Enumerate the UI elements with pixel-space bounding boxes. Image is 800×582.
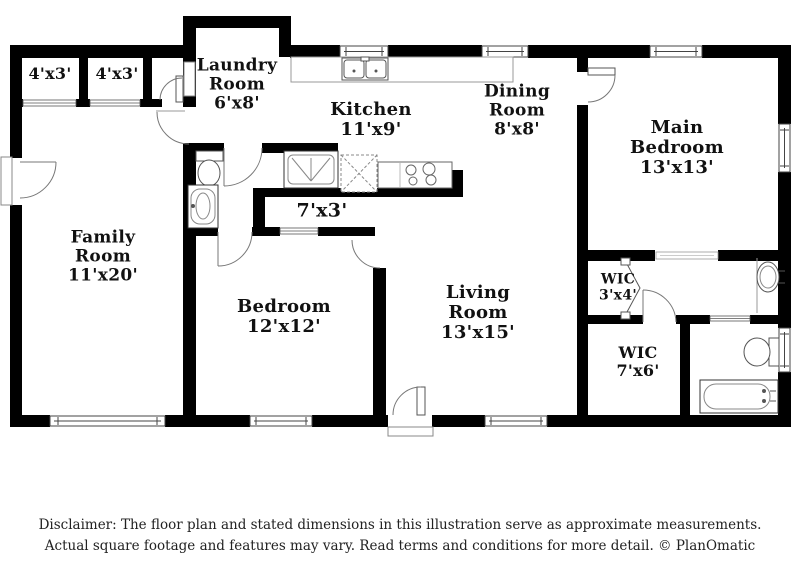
room-name: Room — [208, 74, 265, 95]
room-label-wic-small: WIC 3'x4' — [599, 272, 637, 303]
room-label-kitchen: Kitchen 11'x9' — [330, 98, 412, 140]
room-dimensions: 3'x4' — [599, 287, 637, 303]
main-bathroom-fixtures — [699, 258, 785, 414]
room-dimensions: 11'x9' — [340, 119, 402, 140]
wic-small-bifold-door — [620, 257, 641, 320]
room-dimensions: 6'x8' — [214, 93, 260, 114]
room-label-dining: Dining Room 8'x8' — [484, 82, 550, 139]
wic-large-door — [642, 289, 677, 323]
bathtub-fixture — [699, 379, 779, 414]
disclaimer-line-2: Actual square footage and features may v… — [44, 538, 756, 554]
room-label-family-room: Family Room 11'x20' — [68, 228, 138, 285]
room-label-laundry: Laundry Room 6'x8' — [197, 56, 278, 113]
bathroom-pocket-door — [709, 315, 751, 322]
room-name: Room — [448, 301, 508, 323]
closet-b-slider — [89, 99, 141, 107]
hall-closet-slider — [279, 227, 319, 235]
dining-window — [481, 45, 529, 58]
kitchen-sink-fixture — [341, 56, 389, 81]
living-room-exterior-door — [387, 386, 434, 437]
windows — [49, 45, 791, 427]
family-room-window — [49, 415, 166, 427]
main-bedroom-opening — [655, 251, 719, 260]
room-dimensions: 7'x6' — [616, 361, 660, 380]
room-name: Bedroom — [237, 295, 331, 317]
room-name: Room — [75, 246, 131, 267]
room-dimensions: 13'x15' — [441, 322, 515, 344]
washer-dryer-area — [340, 154, 378, 193]
laundry-recess — [183, 61, 196, 97]
shower-fixture — [283, 150, 339, 189]
room-dimensions: 4'x3' — [95, 64, 139, 84]
hall-closet-door — [159, 75, 184, 103]
kitchen-counter — [290, 56, 514, 83]
bathtub-fixture — [187, 184, 219, 229]
room-name: Bedroom — [630, 136, 724, 158]
room-dimensions: 12'x12' — [247, 316, 321, 337]
room-label-hall-closet: 7'x3' — [296, 199, 348, 222]
room-label-closet-b: 4'x3' — [95, 65, 138, 83]
toilet-fixture — [195, 150, 224, 187]
disclaimer-line-1: Disclaimer: The floor plan and stated di… — [38, 517, 762, 533]
room-name: Main — [650, 116, 704, 138]
hall-bathroom-fixtures — [187, 150, 339, 229]
room-dimensions: 8'x8' — [494, 119, 540, 140]
main-bedroom-top-window — [649, 45, 703, 58]
bedroom-window — [249, 415, 313, 427]
room-name: Dining — [483, 81, 551, 102]
bedroom-door — [217, 231, 253, 267]
room-name: WIC — [618, 343, 658, 363]
living-room-hall-door — [351, 239, 381, 269]
entry-door — [0, 156, 57, 206]
toilet-fixture — [743, 337, 780, 367]
room-label-closet-a: 4'x3' — [28, 65, 71, 83]
room-dimensions: 4'x3' — [28, 64, 72, 84]
room-name: Living — [445, 281, 511, 303]
living-room-window — [484, 415, 548, 427]
kitchen-window — [339, 45, 389, 58]
room-dimensions: 13'x13' — [640, 157, 714, 179]
room-label-wic-large: WIC 7'x6' — [616, 344, 659, 380]
room-dimensions: 7'x3' — [296, 199, 348, 222]
bathroom-door — [223, 147, 263, 187]
family-room-hall-door — [156, 110, 190, 145]
room-name: Laundry — [196, 55, 278, 76]
room-label-living-room: Living Room 13'x15' — [441, 281, 515, 344]
room-label-bedroom: Bedroom 12'x12' — [237, 295, 331, 337]
room-label-main-bedroom: Main Bedroom 13'x13' — [630, 116, 724, 179]
main-bedroom-right-window — [778, 123, 791, 173]
vanity-sink-fixture — [756, 258, 785, 313]
closet-a-slider — [22, 99, 77, 107]
room-name: WIC — [600, 271, 636, 288]
room-name: Room — [488, 100, 545, 121]
doors — [0, 67, 677, 437]
room-name: Family — [70, 227, 136, 248]
room-dimensions: 11'x20' — [68, 265, 138, 286]
main-bedroom-door — [587, 67, 616, 103]
stove-fixture — [377, 161, 453, 189]
bathroom-window — [778, 327, 791, 373]
kitchen-fixtures — [183, 56, 514, 193]
sliding-doors — [22, 99, 751, 322]
room-name: Kitchen — [330, 98, 412, 120]
